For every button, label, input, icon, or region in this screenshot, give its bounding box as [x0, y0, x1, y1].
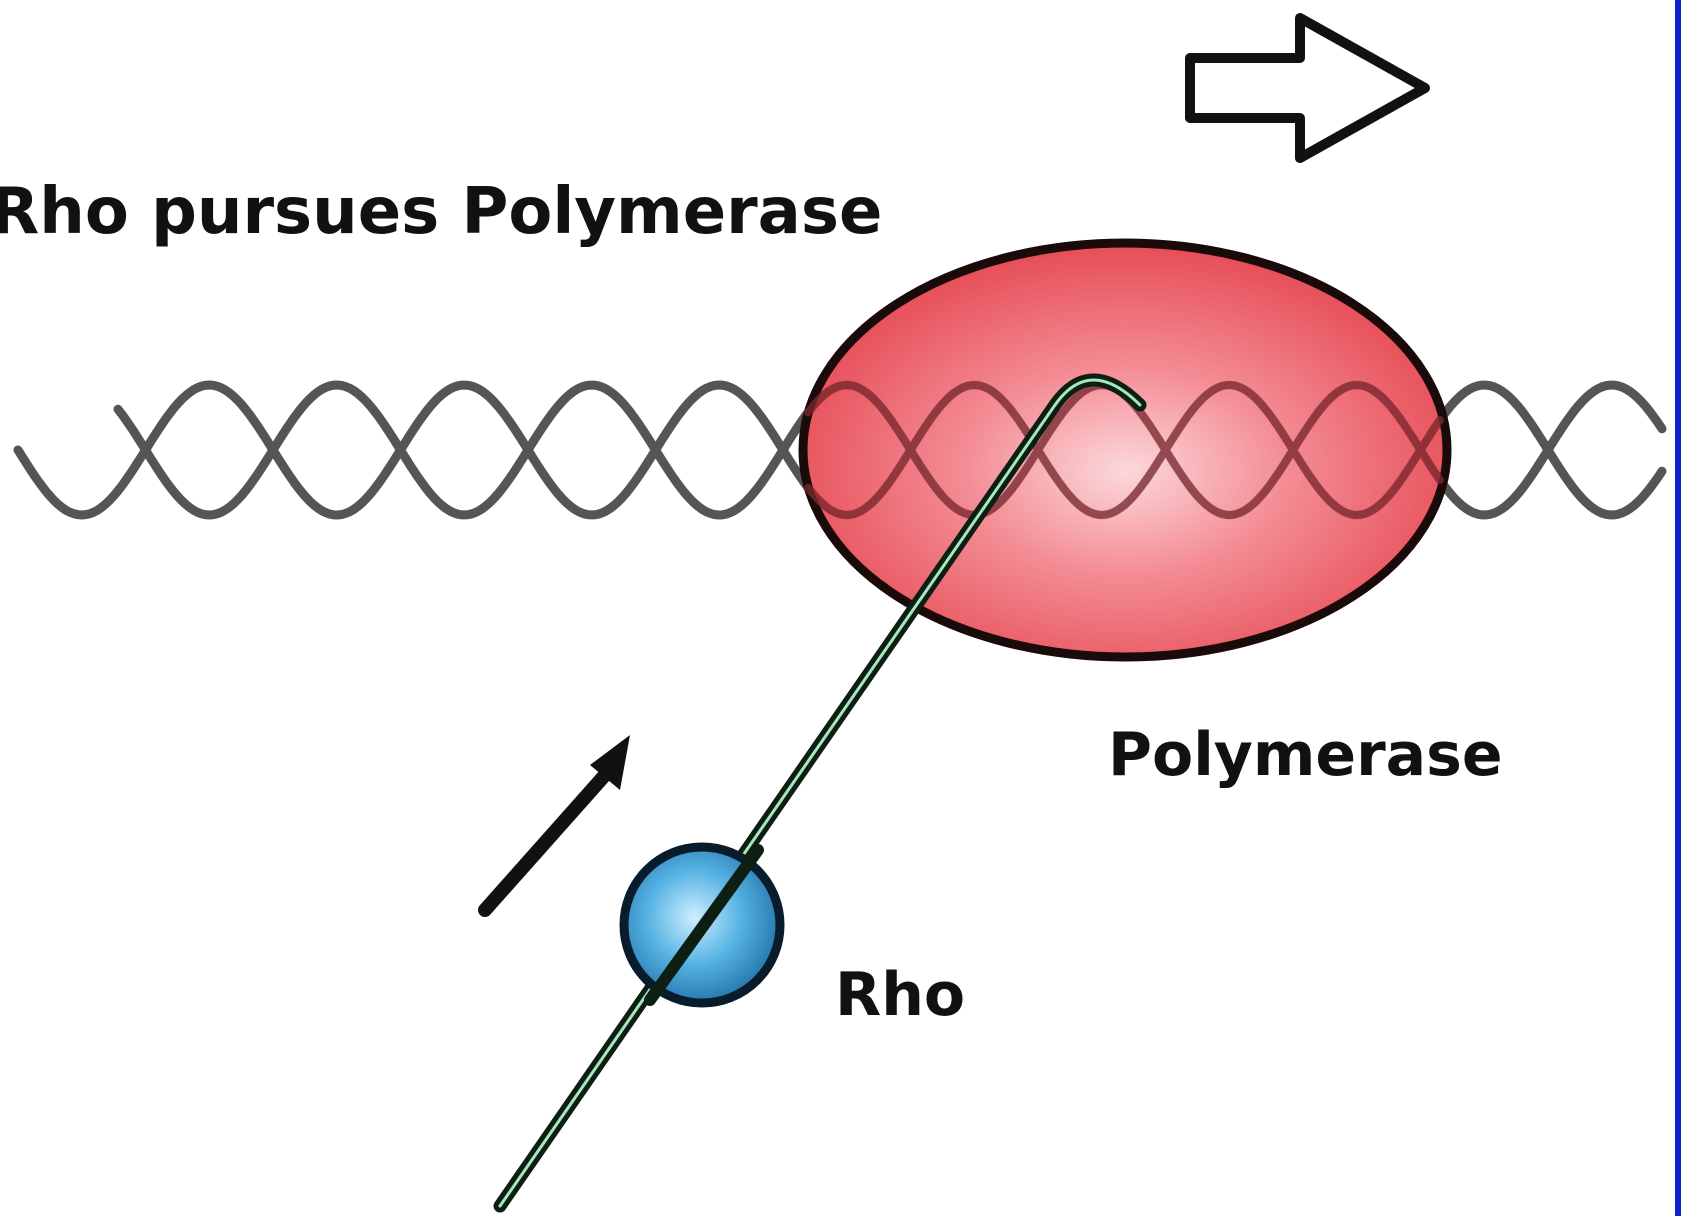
frame-border [1675, 0, 1681, 1216]
hollow-right-arrow-icon [1190, 18, 1425, 158]
diagram-title: Rho pursues Polymerase [0, 180, 882, 244]
polymerase-label: Polymerase [1108, 725, 1503, 785]
rho-factor [624, 847, 780, 1003]
rna-polymerase-ellipse [803, 243, 1447, 657]
rho-label: Rho [835, 965, 965, 1025]
label-backdrop [838, 732, 1100, 802]
diagonal-up-arrow-icon [485, 735, 630, 910]
